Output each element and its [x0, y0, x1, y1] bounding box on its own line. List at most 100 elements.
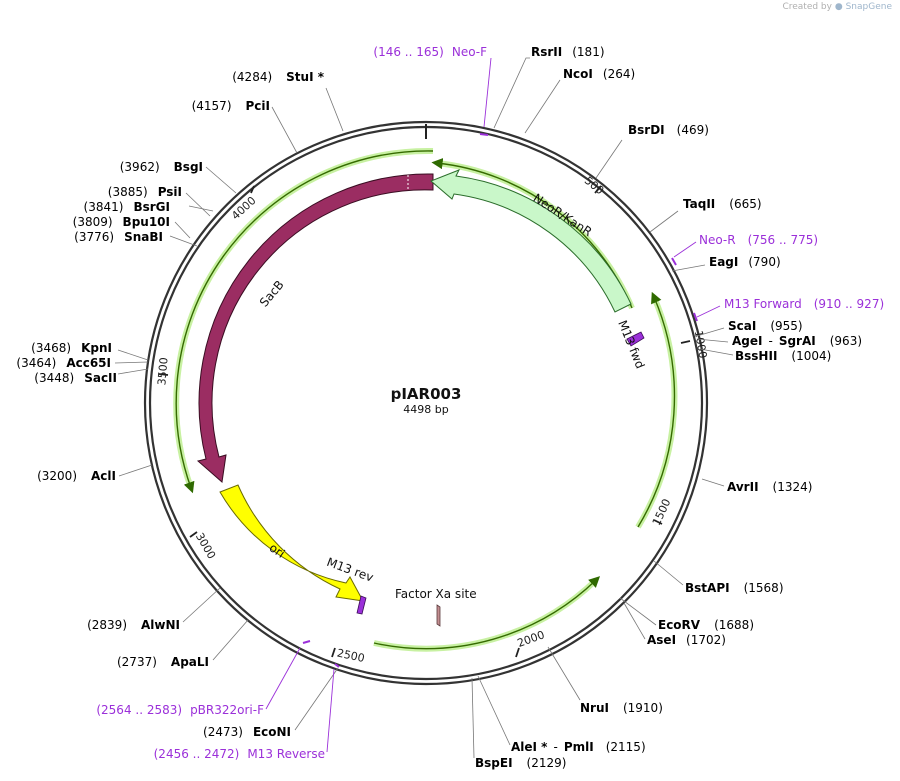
bsrdi-label[interactable]: BsrDI(469)	[628, 123, 709, 137]
acc65i-label[interactable]: (3464)Acc65I	[16, 356, 111, 370]
m13-reverse-primer-label[interactable]: (2456 .. 2472)M13 Reverse	[154, 747, 325, 761]
econi-label[interactable]: (2473)EcoNI	[203, 725, 291, 739]
apali-label[interactable]: (2737)ApaLI	[117, 655, 209, 669]
alei-label[interactable]: AleI *-PmlI(2115)	[511, 740, 646, 754]
neo-r-primer-label[interactable]: Neo-R(756 .. 775)	[699, 233, 818, 247]
rsrii-pos-open: (	[572, 45, 577, 59]
rsrii-pos: 181	[577, 45, 600, 59]
ncoi-label[interactable]: NcoI(264)	[563, 67, 635, 81]
pcii-pos-close: )	[227, 99, 232, 113]
scai-label[interactable]: ScaI(955)	[728, 319, 803, 333]
ecorv-label[interactable]: EcoRV(1688)	[658, 618, 754, 632]
pbr322-leader	[265, 647, 301, 710]
ecorv-leader	[619, 597, 657, 626]
snabi-label[interactable]: (3776)SnaBI	[74, 230, 163, 244]
bsrgi-label[interactable]: (3841)BsrGI	[84, 200, 170, 214]
bspei-label[interactable]: BspEI(2129)	[475, 756, 566, 770]
bstapi-pos: 1568	[748, 581, 779, 595]
psii-pos-open: (	[108, 185, 113, 199]
rsrii-label[interactable]: RsrII(181)	[531, 45, 605, 59]
psii-label[interactable]: (3885)PsiI	[108, 185, 182, 199]
m13-forward-name: M13 Forward	[724, 297, 802, 311]
acc65i-leader	[114, 361, 149, 364]
bpu10i-label[interactable]: (3809)Bpu10I	[73, 215, 170, 229]
sacii-pos: 3448	[39, 371, 70, 385]
apali-leader	[212, 619, 249, 661]
alwni-label[interactable]: (2839)AlwNI	[87, 618, 180, 632]
avrii-label[interactable]: AvrII(1324)	[727, 480, 812, 494]
apali-pos: 2737	[122, 655, 153, 669]
bstapi-label[interactable]: BstAPI(1568)	[685, 581, 784, 595]
ecorv-pos: 1688	[719, 618, 750, 632]
tick-2500-label: 2500	[336, 646, 366, 665]
pbr322-primer-label[interactable]: (2564 .. 2583)pBR322ori-F	[96, 703, 264, 717]
pcii-pos: 4157	[196, 99, 227, 113]
eagi-name: EagI	[709, 255, 738, 269]
agei-label[interactable]: AgeI-SgrAI(963)	[732, 334, 862, 348]
neor-kanr-feature[interactable]	[430, 169, 632, 313]
primer-labels: (146 .. 165)Neo-F Neo-R(756 .. 775) M13 …	[96, 45, 884, 761]
snapgene-logo-icon: ●	[834, 2, 843, 12]
sacb-feature[interactable]	[196, 173, 434, 483]
kpni-name: KpnI	[81, 341, 112, 355]
bstapi-name: BstAPI	[685, 581, 730, 595]
tick-marks	[158, 185, 691, 658]
bsrgi-pos: 3841	[88, 200, 119, 214]
nrui-label[interactable]: NruI(1910)	[580, 701, 663, 715]
acc65i-pos-close: )	[52, 356, 57, 370]
credit-brand: SnapGene	[845, 2, 892, 12]
asei-label[interactable]: AseI(1702)	[647, 633, 726, 647]
bsshii-label[interactable]: BssHII(1004)	[735, 349, 831, 363]
bspei-pos: 2129	[531, 756, 562, 770]
pcii-label[interactable]: (4157)PciI	[192, 99, 270, 113]
alwni-leader	[182, 587, 221, 623]
neo-r-mark	[671, 257, 677, 266]
m13-forward-primer-label[interactable]: M13 Forward(910 .. 927)	[724, 297, 884, 311]
rsrii-pos-close: )	[600, 45, 605, 59]
agei-pos-open: (	[830, 334, 835, 348]
pbr322-mark	[302, 640, 311, 644]
agei-pos: 963	[834, 334, 857, 348]
kpni-label[interactable]: (3468)KpnI	[31, 341, 112, 355]
sacii-label[interactable]: (3448)SacII	[34, 371, 117, 385]
stui-pos-open: (	[232, 70, 237, 84]
bstapi-leader	[653, 560, 684, 586]
ori-feature[interactable]	[219, 484, 364, 602]
ncoi-pos-open: (	[603, 67, 608, 81]
snabi-pos-open: (	[74, 230, 79, 244]
stui-label[interactable]: (4284)StuI *	[232, 70, 324, 84]
neo-r-leader	[673, 241, 697, 258]
bsrdi-name: BsrDI	[628, 123, 665, 137]
scai-pos-open: (	[770, 319, 775, 333]
bstapi-pos-close: )	[779, 581, 784, 595]
taqii-pos: 665	[734, 197, 757, 211]
bsrdi-pos-close: )	[704, 123, 709, 137]
m13-forward-leader	[696, 305, 721, 318]
scai-leader	[696, 327, 725, 337]
eagi-label[interactable]: EagI(790)	[709, 255, 781, 269]
asei-pos-open: (	[686, 633, 691, 647]
psii-leader	[185, 192, 211, 217]
asei-name: AseI	[647, 633, 676, 647]
scai-pos-close: )	[798, 319, 803, 333]
pbr322-range: (2564 .. 2583)	[96, 703, 182, 717]
bsgi-label[interactable]: (3962)BsgI	[120, 160, 203, 174]
neo-f-leader	[483, 57, 492, 128]
acli-label[interactable]: (3200)AclI	[37, 469, 116, 483]
tick-1500-mark	[653, 519, 663, 525]
bsshii-pos-open: (	[791, 349, 796, 363]
tick-2500-mark	[331, 647, 336, 658]
taqii-label[interactable]: TaqII(665)	[683, 197, 762, 211]
sacb-label: SacB	[257, 278, 287, 310]
eagi-pos-close: )	[776, 255, 781, 269]
neo-r-name: Neo-R	[699, 233, 736, 247]
factor-xa-feature[interactable]	[436, 604, 441, 627]
scai-pos: 955	[775, 319, 798, 333]
agei-pos-close: )	[857, 334, 862, 348]
m13-rev-feature[interactable]	[356, 595, 367, 615]
bsgi-pos-open: (	[120, 160, 125, 174]
ecorv-pos-open: (	[714, 618, 719, 632]
m13-fwd-feature[interactable]	[626, 331, 645, 347]
neo-f-primer-label[interactable]: (146 .. 165)Neo-F	[373, 45, 487, 59]
avrii-leader	[701, 478, 725, 487]
